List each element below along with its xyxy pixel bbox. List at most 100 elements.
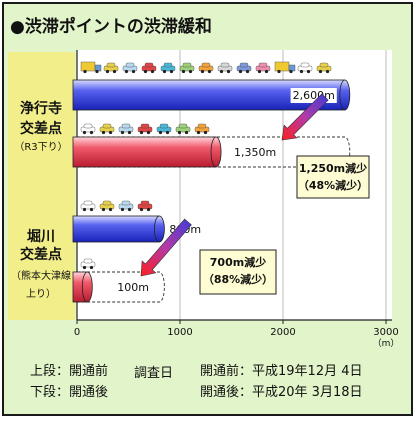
traffic-after-1-car-wheel — [120, 130, 125, 135]
traffic-after-1-car-wheel — [165, 130, 170, 135]
traffic-before-1-car — [160, 62, 176, 74]
traffic-before-2-car-wheel — [146, 207, 151, 212]
traffic-before-1-car-wheel — [219, 69, 224, 74]
traffic-before-1-car-wheel — [181, 69, 186, 74]
traffic-before-1-car-wheel — [264, 69, 269, 74]
traffic-before-1-car-wheel — [245, 69, 250, 74]
traffic-after-1-car-roof — [159, 123, 169, 129]
traffic-before-1-car-roof — [239, 62, 249, 68]
reduction-callout-2-text: （88%減少） — [203, 272, 273, 286]
traffic-after-1-car-wheel — [139, 130, 144, 135]
traffic-before-1-car-roof — [125, 62, 135, 68]
group-label-1: 浄行寺 — [20, 100, 62, 117]
traffic-before-1-car-roof — [182, 62, 192, 68]
legend-lower: 下段：開通後 — [30, 385, 109, 400]
group-label-2: （熊本大津線 — [11, 269, 71, 282]
traffic-before-1-truck-cargo — [80, 61, 96, 72]
bar-after-1 — [72, 136, 222, 168]
traffic-before-1-car-roof — [300, 62, 310, 68]
traffic-after-1-car-roof — [197, 123, 207, 129]
traffic-before-2-car-wheel — [127, 207, 132, 212]
traffic-before-2-car-wheel — [82, 207, 87, 212]
traffic-after-1-car-roof — [83, 123, 93, 129]
reduction-callout-2-box — [199, 249, 277, 295]
traffic-after-1-car — [80, 123, 96, 135]
traffic-before-1-truck — [274, 61, 296, 74]
survey-after-date: 開通後：平成20年 3月18日 — [200, 385, 363, 400]
traffic-before-1-car-wheel — [257, 69, 262, 74]
traffic-before-1-car-roof — [220, 62, 230, 68]
traffic-after-1-car-wheel — [158, 130, 163, 135]
traffic-before-1-car-wheel — [169, 69, 174, 74]
traffic-before-1-truck-wheel — [83, 69, 87, 74]
traffic-after-1-car — [99, 123, 115, 135]
traffic-before-1-car-wheel — [162, 69, 167, 74]
traffic-before-2-car — [80, 200, 96, 212]
reduction-callout-1-box — [296, 155, 370, 199]
traffic-before-1-car — [255, 62, 271, 74]
x-tick-label: 1000 — [167, 327, 192, 338]
group-label-1: （R3下り） — [14, 141, 67, 153]
traffic-after-1-car-wheel — [203, 130, 208, 135]
traffic-before-1-car-roof — [106, 62, 116, 68]
traffic-before-1-car — [316, 62, 332, 74]
traffic-before-1-car — [103, 62, 119, 74]
traffic-before-2-car — [118, 200, 134, 212]
x-tick-label: 3000 — [373, 327, 398, 338]
traffic-after-1-car-wheel — [146, 130, 151, 135]
traffic-after-1-car-wheel — [196, 130, 201, 135]
traffic-before-1-truck-wheel — [289, 69, 293, 74]
traffic-before-2-car-wheel — [120, 207, 125, 212]
reduction-callout-1-text: 1,250m減少 — [299, 161, 367, 175]
bar-after-1-body — [72, 136, 217, 168]
traffic-before-2-car-wheel — [101, 207, 106, 212]
traffic-before-1-truck-wheel — [95, 69, 99, 74]
bar-after-label: 1,350m — [234, 146, 276, 159]
traffic-before-2-car-roof — [83, 200, 93, 206]
traffic-before-1-car — [198, 62, 214, 74]
traffic-before-1-car-roof — [258, 62, 268, 68]
reduction-callout-2-text: 700m減少 — [210, 255, 266, 269]
bar-after-2 — [72, 271, 93, 303]
traffic-before-2-car-roof — [102, 200, 112, 206]
traffic-before-2-car-wheel — [108, 207, 113, 212]
x-tick-label: 2000 — [270, 327, 295, 338]
traffic-before-1-car-wheel — [226, 69, 231, 74]
bar-before-2 — [72, 215, 165, 243]
survey-label: 調査日 — [134, 366, 174, 381]
group-label-2: 上り） — [26, 288, 56, 300]
traffic-before-1-car — [297, 62, 313, 74]
bar-before-2-cap — [153, 215, 165, 243]
traffic-before-1-car — [122, 62, 138, 74]
bar-before-1-cap — [339, 79, 351, 111]
traffic-before-1-car — [141, 62, 157, 74]
survey-before-date: 開通前：平成19年12月 4日 — [200, 364, 363, 379]
traffic-before-1-car-wheel — [306, 69, 311, 74]
traffic-after-1-car-wheel — [108, 130, 113, 135]
traffic-before-2-car — [137, 200, 153, 212]
traffic-before-1-truck-wheel — [277, 69, 281, 74]
traffic-before-2-car — [99, 200, 115, 212]
bar-after-1-cap — [210, 136, 222, 168]
traffic-before-1-car-wheel — [188, 69, 193, 74]
traffic-after-1-car — [194, 123, 210, 135]
traffic-after-2-car-wheel — [89, 265, 94, 270]
traffic-before-1-car-wheel — [200, 69, 205, 74]
traffic-after-1-car-roof — [102, 123, 112, 129]
label-panel — [8, 52, 75, 320]
bar-after-2-cap — [81, 271, 93, 303]
traffic-before-1-truck-cab — [288, 64, 296, 72]
traffic-after-1-car-roof — [178, 123, 188, 129]
traffic-before-1-car-roof — [163, 62, 173, 68]
traffic-after-2-car-roof — [83, 258, 93, 264]
traffic-before-1-truck-cargo — [274, 61, 290, 72]
traffic-after-1-car-wheel — [127, 130, 132, 135]
group-label-1: 交差点 — [20, 120, 62, 137]
traffic-before-1-car-roof — [201, 62, 211, 68]
traffic-after-1-car-wheel — [82, 130, 87, 135]
traffic-before-1-car-roof — [319, 62, 329, 68]
reduction-arrow-1 — [281, 93, 329, 141]
x-tick-label: 0 — [74, 327, 80, 338]
